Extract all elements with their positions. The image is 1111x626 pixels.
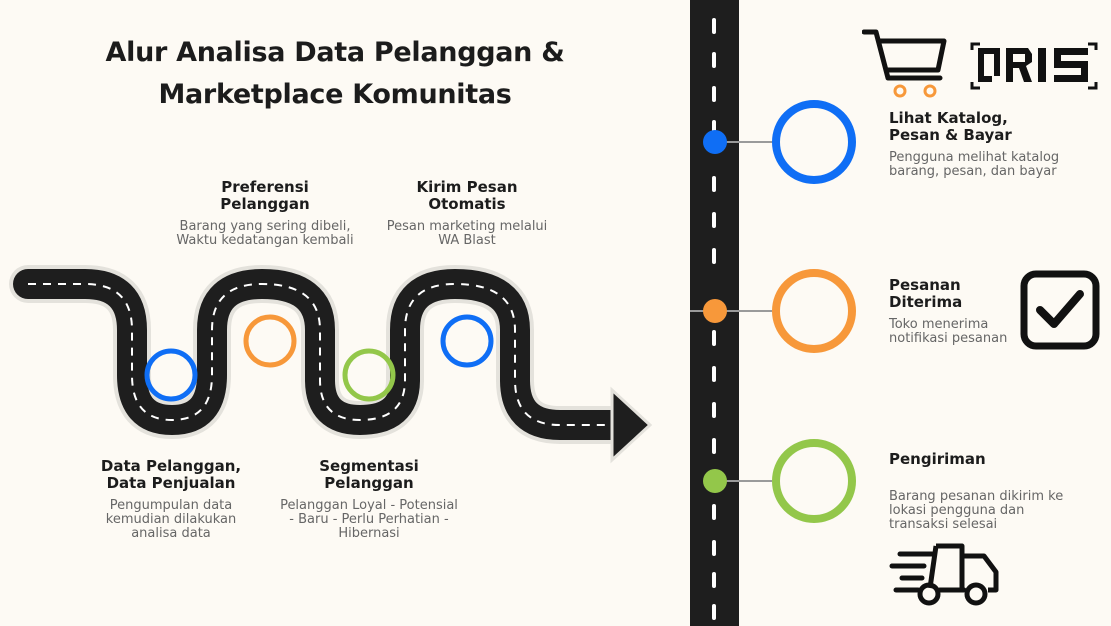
right-desc-line: notifikasi pesanan	[889, 331, 1008, 346]
right-title-line: Pengiriman	[889, 450, 986, 468]
step-title-preferensi: Preferensi Pelanggan	[180, 179, 350, 213]
step-title-line: Pelanggan	[324, 474, 414, 492]
step-desc-line: Waktu kedatangan kembali	[176, 233, 354, 248]
right-title-line: Diterima	[889, 293, 963, 311]
cart-icon	[862, 29, 947, 98]
step-circle-kirim	[440, 314, 494, 368]
step-title-line: Otomatis	[428, 195, 506, 213]
step-desc-line: Hibernasi	[338, 526, 400, 541]
right-desc-line: Pengguna melihat katalog	[889, 150, 1060, 165]
road-dash-line	[28, 282, 612, 426]
step-circle-data	[144, 348, 198, 402]
step-title-line: Pelanggan	[220, 195, 310, 213]
step-circle-preferensi	[243, 314, 297, 368]
step-desc-segmentasi: Pelanggan Loyal - Potensial - Baru - Per…	[269, 499, 469, 541]
right-desc-line: Barang pesanan dikirim ke	[889, 489, 1064, 504]
right-desc-line: barang, pesan, dan bayar	[889, 164, 1057, 179]
step-desc-kirim: Pesan marketing melalui WA Blast	[367, 220, 567, 248]
road-arrow-head	[610, 386, 653, 464]
step-desc-line: Barang yang sering dibeli,	[179, 219, 351, 234]
right-desc-diterima: Toko menerima notifikasi pesanan	[889, 318, 1007, 346]
right-desc-line: transaksi selesai	[889, 517, 998, 532]
step-title-line: Data Pelanggan,	[100, 457, 242, 475]
step-desc-line: Pesan marketing melalui	[386, 219, 548, 234]
delivery-truck-icon	[889, 543, 999, 606]
page-title: Alur Analisa Data Pelanggan & Marketplac…	[70, 32, 600, 116]
dot-blue	[703, 130, 727, 154]
step-desc-line: WA Blast	[438, 233, 496, 248]
step-title-kirim: Kirim Pesan Otomatis	[382, 179, 552, 213]
dot-green	[703, 469, 727, 493]
qris-logo	[970, 42, 1098, 90]
right-title-line: Lihat Katalog,	[889, 109, 1008, 127]
right-title-pengiriman: Pengiriman	[889, 451, 986, 468]
step-title-line: Segmentasi	[319, 457, 419, 475]
checkbox-icon	[1020, 270, 1100, 350]
step-circle-segmentasi	[342, 348, 396, 402]
step-title-segmentasi: Segmentasi Pelanggan	[284, 458, 454, 492]
step-desc-line: Pelanggan Loyal - Potensial	[280, 498, 458, 513]
right-desc-line: lokasi pengguna dan	[889, 503, 1025, 518]
right-circle-diterima	[772, 269, 856, 353]
step-desc-line: kemudian dilakukan	[105, 512, 237, 527]
step-title-line: Preferensi	[221, 178, 309, 196]
right-title-line: Pesanan	[889, 276, 961, 294]
step-desc-line: analisa data	[131, 526, 211, 541]
right-title-diterima: Pesanan Diterima	[889, 277, 962, 311]
right-title-katalog: Lihat Katalog, Pesan & Bayar	[889, 110, 1012, 144]
right-desc-katalog: Pengguna melihat katalog barang, pesan, …	[889, 151, 1059, 179]
step-desc-preferensi: Barang yang sering dibeli, Waktu kedatan…	[165, 220, 365, 248]
right-desc-line: Toko menerima	[889, 317, 989, 332]
title-line-1: Alur Analisa Data Pelanggan &	[105, 37, 565, 68]
step-desc-data: Pengumpulan data kemudian dilakukan anal…	[86, 499, 256, 541]
step-title-data: Data Pelanggan, Data Penjualan	[86, 458, 256, 492]
right-circle-katalog	[772, 100, 856, 184]
step-desc-line: - Baru - Perlu Perhatian -	[289, 512, 449, 527]
vertical-road-dashes	[712, 18, 716, 620]
right-desc-pengiriman: Barang pesanan dikirim ke lokasi penggun…	[889, 490, 1063, 532]
step-title-line: Kirim Pesan	[416, 178, 518, 196]
right-circle-pengiriman	[772, 439, 856, 523]
right-title-line: Pesan & Bayar	[889, 126, 1012, 144]
title-line-2: Marketplace Komunitas	[158, 79, 512, 110]
step-desc-line: Pengumpulan data	[109, 498, 233, 513]
step-title-line: Data Penjualan	[106, 474, 236, 492]
dot-orange	[703, 299, 727, 323]
